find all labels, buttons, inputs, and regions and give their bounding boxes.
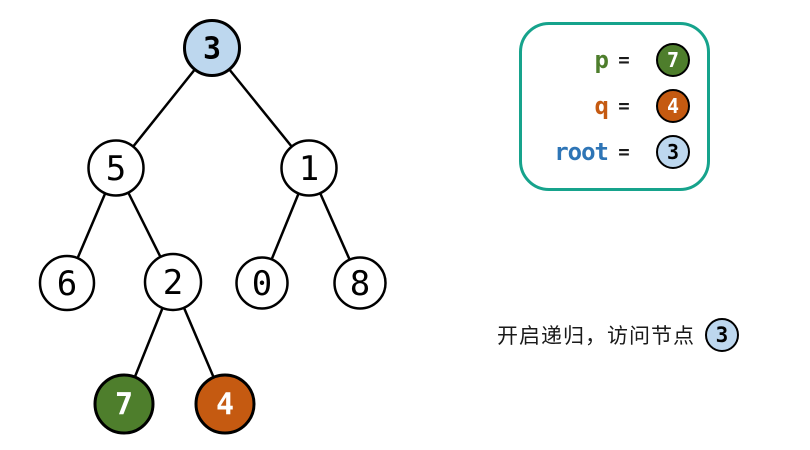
legend-row-root: root = 3 xyxy=(522,134,707,170)
tree-node-label-7: 7 xyxy=(115,388,133,423)
legend-node-circle-root: 3 xyxy=(656,135,690,169)
tree-node-circle-0 xyxy=(235,256,289,310)
tree-node-8: 8 xyxy=(333,256,387,310)
tree-node-label-4: 4 xyxy=(216,388,234,423)
tree-node-label-5: 5 xyxy=(106,149,126,189)
binary-tree-diagram: 3 5 1 6 2 0 8 7 4 xyxy=(38,19,387,435)
tree-node-6: 6 xyxy=(38,254,96,312)
tree-node-circle-8 xyxy=(333,256,387,310)
status-node-circle: 3 xyxy=(705,318,739,352)
tree-node-circle-3 xyxy=(183,19,241,77)
tree-node-label-8: 8 xyxy=(350,264,370,304)
tree-node-circle-4 xyxy=(194,373,256,435)
tree-node-label-1: 1 xyxy=(299,149,319,189)
tree-node-circle-5 xyxy=(87,139,145,197)
legend-row-p: p = 7 xyxy=(522,42,707,78)
status-line: 开启递归，访问节点 3 xyxy=(497,318,739,352)
tree-node-2: 2 xyxy=(143,252,203,312)
tree-node-label-2: 2 xyxy=(163,263,183,303)
legend-var-q-label: q xyxy=(594,92,609,120)
tree-node-circle-2 xyxy=(143,252,203,312)
tree-node-1: 1 xyxy=(280,139,338,197)
status-text: 开启递归，访问节点 xyxy=(497,324,695,348)
legend-node-circle-q: 4 xyxy=(656,89,690,123)
tree-node-circle-6 xyxy=(38,254,96,312)
legend-var-p-label: p xyxy=(594,46,609,74)
legend-node-circle-p: 7 xyxy=(656,43,690,77)
equals-sign: = xyxy=(618,95,630,117)
tree-node-5: 5 xyxy=(87,139,145,197)
tree-node-label-0: 0 xyxy=(252,264,272,304)
equals-sign: = xyxy=(618,141,630,163)
legend-row-q: q = 4 xyxy=(522,88,707,124)
legend-var-root-label: root xyxy=(554,138,609,166)
tree-node-3: 3 xyxy=(183,19,241,77)
tree-node-label-3: 3 xyxy=(203,32,221,67)
tree-node-circle-7 xyxy=(93,373,155,435)
tree-node-label-6: 6 xyxy=(57,264,77,304)
tree-node-circle-1 xyxy=(280,139,338,197)
tree-node-4: 4 xyxy=(194,373,256,435)
tree-node-0: 0 xyxy=(235,256,289,310)
tree-node-7: 7 xyxy=(93,373,155,435)
legend-panel: p = 7 q = 4 root = 3 xyxy=(519,22,710,191)
equals-sign: = xyxy=(618,49,630,71)
